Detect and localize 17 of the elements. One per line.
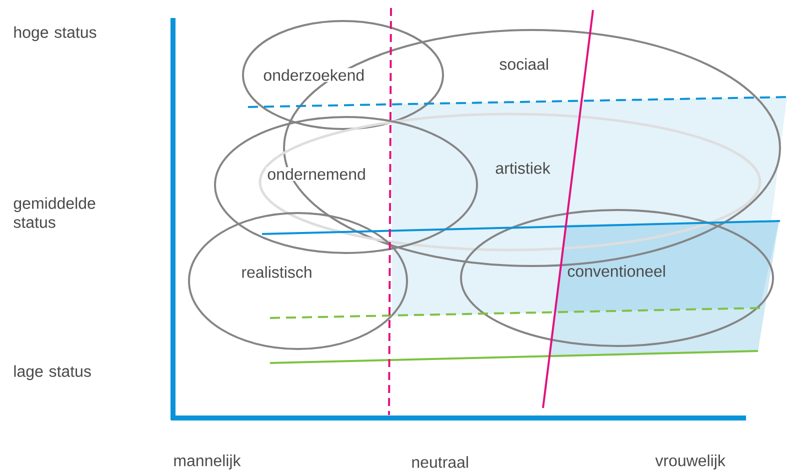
category-label: sociaal bbox=[500, 58, 548, 70]
category-ellipse bbox=[214, 116, 478, 254]
category-ellipse bbox=[188, 212, 408, 350]
axis-label: lage status bbox=[14, 365, 91, 380]
axis-label: neutraal bbox=[412, 456, 468, 468]
category-ellipse bbox=[242, 20, 444, 130]
category-label: ondernemend bbox=[266, 167, 367, 181]
category-label: realistisch bbox=[240, 265, 314, 279]
category-ellipse bbox=[460, 209, 774, 347]
axis-label: hoge status bbox=[14, 26, 96, 42]
category-label: artistiek bbox=[496, 162, 550, 174]
category-label: onderzoekend bbox=[262, 68, 366, 82]
category-label: conventioneel bbox=[568, 265, 665, 277]
axis-label: mannelijk bbox=[174, 454, 241, 470]
axis-label: gemiddelde status bbox=[14, 197, 96, 228]
axis-label: vrouwelijk bbox=[655, 454, 726, 470]
category-ellipse bbox=[258, 112, 762, 252]
